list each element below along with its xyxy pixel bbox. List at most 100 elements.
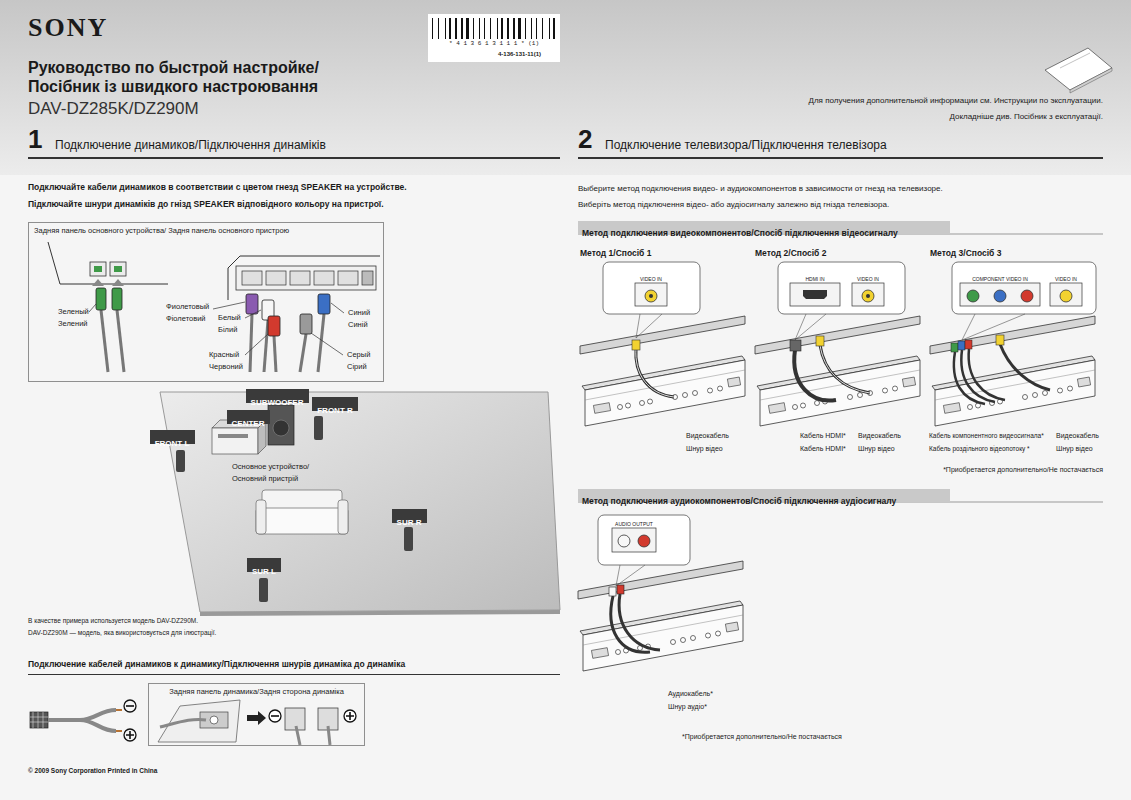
label-text: Подключение динамиков/Підключення динамі… bbox=[55, 138, 326, 152]
rear-panel-drawing bbox=[250, 314, 252, 372]
method-3-drawing bbox=[930, 316, 1095, 354]
method-2-drawing bbox=[816, 336, 824, 346]
barcode bbox=[531, 18, 532, 39]
label-text: Сірий bbox=[347, 362, 367, 371]
room-drawing bbox=[262, 490, 342, 510]
leader-line bbox=[89, 302, 344, 355]
rear-panel-drawing bbox=[90, 262, 106, 276]
label-text: Докладніше див. Посібник з експлуатації. bbox=[949, 112, 1103, 122]
heading-text: Метод 1/Спосіб 1 bbox=[580, 248, 651, 258]
rear-panel-drawing bbox=[338, 271, 358, 285]
label-text: DAV-DZ285K/DZ290M bbox=[28, 99, 199, 119]
heading-text: 1 bbox=[28, 124, 42, 155]
speaker-tag: SUBWOOFER bbox=[246, 389, 309, 403]
barcode bbox=[432, 18, 433, 39]
room-drawing bbox=[256, 508, 348, 534]
booklet-icon bbox=[1060, 53, 1090, 68]
audio-drawing bbox=[580, 601, 743, 671]
section-rule bbox=[28, 157, 560, 159]
rear-panel-drawing bbox=[300, 334, 306, 372]
label-text: Основний пристрій bbox=[232, 474, 298, 483]
barcode bbox=[455, 18, 457, 39]
method-2-drawing bbox=[852, 283, 884, 306]
label-text: Кабель HDMI* bbox=[800, 432, 846, 440]
speaker-tag: FRONT R bbox=[312, 397, 358, 411]
audio-drawing bbox=[619, 594, 660, 650]
method-1-drawing bbox=[580, 262, 745, 426]
method-1-drawing bbox=[636, 348, 674, 397]
audio-drawing bbox=[611, 596, 650, 652]
heading-text: Подключение кабелей динамиков к динамику… bbox=[28, 659, 405, 669]
heading-text: Метод 3/Спосіб 3 bbox=[930, 248, 1001, 258]
rear-panel-drawing bbox=[112, 288, 122, 310]
node-text: SUR R bbox=[397, 518, 422, 528]
method-2-drawing bbox=[803, 290, 827, 299]
barcode bbox=[466, 18, 469, 39]
label-text: Подключение телевизора/Підключення телев… bbox=[605, 138, 887, 152]
rear-panel-drawing bbox=[236, 266, 376, 290]
label-text: Синій bbox=[348, 320, 368, 329]
method-2-drawing bbox=[790, 283, 840, 306]
method-3-drawing bbox=[1000, 344, 1050, 390]
method-3-drawing bbox=[960, 283, 1040, 306]
audio-drawing bbox=[617, 585, 624, 594]
panel-box: Задняя панель основного устройства/ Задн… bbox=[28, 222, 384, 382]
label-text: Виберіть метод підключення відео- або ау… bbox=[578, 200, 889, 210]
method-2-drawing bbox=[755, 316, 920, 354]
barcode bbox=[553, 18, 555, 39]
speaker-cable-drawing bbox=[346, 712, 354, 720]
method-3-drawing bbox=[962, 314, 1025, 340]
barcode bbox=[549, 18, 550, 39]
rear-panel-drawing bbox=[290, 271, 310, 285]
label-text: Видеокабель bbox=[686, 432, 729, 440]
method-1-drawing bbox=[649, 294, 653, 298]
method-2-drawing bbox=[757, 356, 920, 426]
speaker-cable-drawing bbox=[116, 710, 122, 731]
barcode bbox=[461, 18, 463, 39]
heading-text: Подключайте кабели динамиков в соответст… bbox=[28, 182, 407, 192]
label-text: Видеокабель bbox=[1056, 432, 1099, 440]
heading-text: 4-136-131-11(1) bbox=[498, 51, 541, 58]
leader-line bbox=[311, 333, 343, 355]
panel-box: Задняя панель динамика/Задня сторона дин… bbox=[148, 683, 365, 746]
speaker-cable-drawing bbox=[344, 710, 356, 722]
audio-drawing bbox=[616, 565, 645, 586]
label-text: Серый bbox=[347, 350, 370, 359]
barcode bbox=[445, 18, 446, 39]
header-ground bbox=[0, 0, 1131, 175]
audio-drawing bbox=[598, 515, 690, 565]
barcode bbox=[490, 18, 491, 39]
room-drawing bbox=[212, 428, 258, 454]
room-drawing bbox=[404, 527, 413, 551]
method-3-drawing bbox=[952, 262, 1096, 314]
brand-logo: SONY bbox=[28, 12, 108, 43]
rear-panel-drawing bbox=[314, 271, 334, 285]
section-rule bbox=[28, 674, 560, 675]
label-text: Фиолетовый bbox=[166, 302, 209, 311]
audio-drawing bbox=[578, 561, 743, 599]
heading-text: © 2009 Sony Corporation Printed in China bbox=[28, 767, 157, 775]
rear-panel-drawing bbox=[362, 271, 373, 285]
label-text: Видеокабель bbox=[858, 432, 901, 440]
rear-panel-drawing bbox=[300, 314, 312, 334]
method-2-drawing bbox=[862, 290, 874, 302]
method-1-drawing bbox=[580, 316, 745, 354]
section-band: Метод подключения видеокомпонентов/Спосі… bbox=[578, 221, 950, 234]
label-text: VIDEO IN bbox=[640, 276, 662, 282]
label-text: Зелений bbox=[58, 319, 88, 328]
method-3-drawing bbox=[967, 290, 979, 302]
node-text: Задняя панель динамика/Задня сторона дин… bbox=[149, 684, 364, 699]
room-drawing bbox=[268, 405, 294, 445]
leader-line bbox=[331, 303, 344, 313]
label-text: Кабель компонентного видеосигнала* bbox=[929, 432, 1044, 440]
label-text: Синий bbox=[348, 308, 370, 317]
rear-panel-drawing bbox=[246, 294, 258, 314]
label-text: COMPONENT VIDEO IN bbox=[972, 276, 1028, 282]
label-text: DAV-DZ290M — модель, яка використовуєтьс… bbox=[28, 629, 216, 637]
label-text: Червоний bbox=[209, 362, 243, 371]
method-3-drawing bbox=[951, 343, 958, 352]
leader-line bbox=[245, 310, 261, 318]
speaker-tag: FRONT L bbox=[150, 430, 195, 444]
barcode bbox=[432, 18, 555, 39]
method-2-drawing bbox=[820, 345, 870, 393]
